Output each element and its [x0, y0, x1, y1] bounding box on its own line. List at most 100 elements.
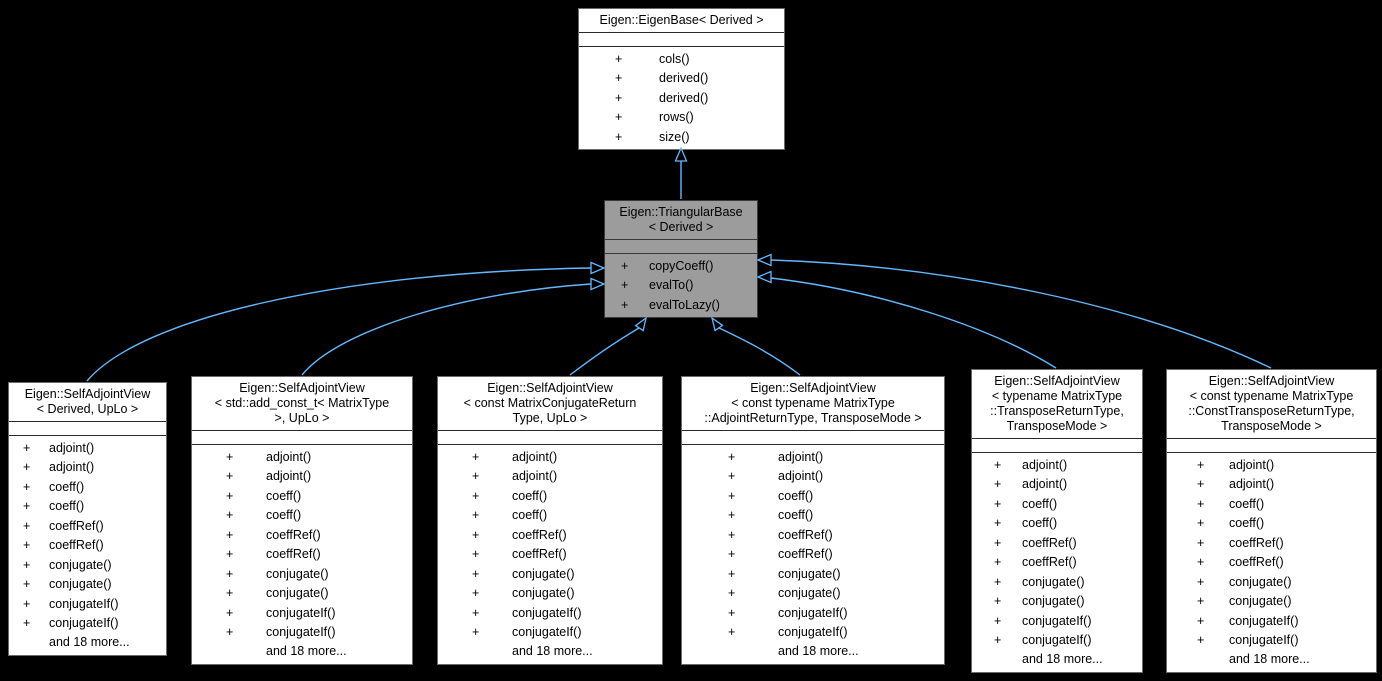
- visibility-plus: +: [728, 527, 736, 542]
- class-title-line: < typename MatrixType: [991, 389, 1123, 403]
- class-title: Eigen::SelfAdjointView< const typename M…: [1167, 370, 1376, 438]
- visibility-plus: +: [23, 440, 31, 455]
- visibility-plus: +: [226, 547, 234, 562]
- class-node-selfadjointview-transpose-return[interactable]: Eigen::SelfAdjointView< typename MatrixT…: [971, 369, 1143, 673]
- method-label: rows(): [659, 110, 694, 125]
- class-node-selfadjointview-add-const-t[interactable]: Eigen::SelfAdjointView< std::add_const_t…: [191, 376, 413, 665]
- method-row: +coeffRef(): [1167, 553, 1376, 573]
- class-node-selfadjointview-derived-uplo[interactable]: Eigen::SelfAdjointView< Derived, UpLo > …: [8, 382, 167, 656]
- method-row: +conjugateIf(): [972, 611, 1142, 631]
- class-node-selfadjointview-adjoint-return[interactable]: Eigen::SelfAdjointView< const typename M…: [681, 376, 945, 665]
- inheritance-arrowhead: [756, 253, 772, 267]
- visibility-plus: +: [615, 110, 623, 125]
- visibility-plus: +: [1197, 477, 1205, 492]
- method-row: +conjugate(): [1167, 592, 1376, 612]
- visibility-plus: +: [994, 613, 1002, 628]
- method-row: +conjugate(): [192, 564, 412, 584]
- visibility-plus: +: [728, 625, 736, 640]
- method-label: coeff(): [1022, 516, 1058, 531]
- method-label: conjugate(): [778, 586, 841, 601]
- more-methods-label: and 18 more...: [778, 644, 859, 658]
- visibility-plus: +: [728, 469, 736, 484]
- method-row: +coeff(): [972, 494, 1142, 514]
- method-label: conjugate(): [512, 566, 575, 581]
- class-title-line: TransposeMode >: [1221, 419, 1322, 433]
- visibility-plus: +: [994, 496, 1002, 511]
- method-row: +adjoint(): [682, 447, 944, 467]
- method-row: +conjugate(): [438, 584, 662, 604]
- class-methods-section: +adjoint()+adjoint()+coeff()+coeff()+coe…: [9, 435, 166, 655]
- method-label: derived(): [659, 90, 709, 105]
- visibility-plus: +: [226, 625, 234, 640]
- visibility-plus: +: [1197, 516, 1205, 531]
- method-label: adjoint(): [49, 460, 95, 475]
- method-label: coeff(): [266, 488, 302, 503]
- inheritance-arrow-line: [569, 327, 640, 376]
- method-label: derived(): [659, 71, 709, 86]
- method-row: +conjugate(): [682, 584, 944, 604]
- visibility-plus: +: [472, 449, 480, 464]
- method-row: +conjugateIf(): [438, 603, 662, 623]
- method-row: +conjugate(): [972, 572, 1142, 592]
- inheritance-arrow-line: [301, 283, 592, 376]
- class-title-line: < Derived, UpLo >: [36, 402, 139, 416]
- method-label: adjoint(): [512, 469, 558, 484]
- method-row: +conjugate(): [9, 555, 166, 575]
- method-row: +derived(): [579, 69, 784, 89]
- class-methods-section: +adjoint()+adjoint()+coeff()+coeff()+coe…: [972, 452, 1142, 672]
- method-row: +coeffRef(): [192, 545, 412, 565]
- class-attributes-section: [438, 430, 662, 444]
- method-row: +adjoint(): [972, 455, 1142, 475]
- visibility-plus: +: [23, 596, 31, 611]
- inheritance-arrowhead: [590, 277, 606, 291]
- method-row: +conjugateIf(): [1167, 611, 1376, 631]
- visibility-plus: +: [472, 547, 480, 562]
- inheritance-arrowhead: [674, 146, 688, 162]
- visibility-plus: +: [226, 449, 234, 464]
- class-title-line: < const typename MatrixType: [1189, 389, 1354, 403]
- class-title-line: < const typename MatrixType: [731, 396, 895, 410]
- method-row: +coeff(): [192, 486, 412, 506]
- more-methods-label: and 18 more...: [49, 635, 130, 649]
- method-row: +coeff(): [972, 514, 1142, 534]
- method-label: adjoint(): [49, 440, 95, 455]
- visibility-plus: +: [23, 577, 31, 592]
- method-row: +coeff(): [438, 486, 662, 506]
- method-row: +copyCoeff(): [605, 256, 757, 276]
- class-node-eigenbase[interactable]: Eigen::EigenBase< Derived > +cols()+deri…: [578, 8, 785, 150]
- visibility-plus: +: [472, 488, 480, 503]
- visibility-plus: +: [621, 297, 629, 312]
- visibility-plus: +: [472, 469, 480, 484]
- method-row: +coeff(): [1167, 494, 1376, 514]
- more-methods-label: and 18 more...: [1022, 652, 1103, 666]
- method-label: conjugateIf(): [1022, 633, 1092, 648]
- method-label: coeffRef(): [266, 527, 321, 542]
- method-row: +adjoint(): [1167, 455, 1376, 475]
- method-row: +coeff(): [9, 477, 166, 497]
- method-row: +conjugateIf(): [9, 614, 166, 634]
- method-label: conjugateIf(): [266, 605, 336, 620]
- visibility-plus: +: [226, 586, 234, 601]
- method-row: +cols(): [579, 49, 784, 69]
- visibility-plus: +: [994, 457, 1002, 472]
- method-label: conjugateIf(): [1229, 613, 1299, 628]
- method-label: conjugateIf(): [49, 596, 119, 611]
- visibility-plus: +: [728, 605, 736, 620]
- method-label: conjugateIf(): [49, 616, 119, 631]
- inheritance-arrowhead: [590, 261, 606, 275]
- method-row: +adjoint(): [1167, 475, 1376, 495]
- visibility-plus: +: [1197, 555, 1205, 570]
- inheritance-arrow-line: [770, 277, 1057, 369]
- class-attributes-section: [579, 32, 784, 46]
- method-row: +coeff(): [682, 506, 944, 526]
- visibility-plus: +: [472, 527, 480, 542]
- visibility-plus: +: [994, 477, 1002, 492]
- method-label: conjugate(): [778, 566, 841, 581]
- method-row: +coeffRef(): [9, 536, 166, 556]
- method-row: + rows(): [579, 108, 784, 128]
- class-node-selfadjointview-conjugate-return[interactable]: Eigen::SelfAdjointView< const MatrixConj…: [437, 376, 663, 665]
- method-row: +coeffRef(): [9, 516, 166, 536]
- method-row: +adjoint(): [682, 467, 944, 487]
- method-label: conjugate(): [1229, 594, 1292, 609]
- class-node-selfadjointview-const-transpose-return[interactable]: Eigen::SelfAdjointView< const typename M…: [1166, 369, 1377, 673]
